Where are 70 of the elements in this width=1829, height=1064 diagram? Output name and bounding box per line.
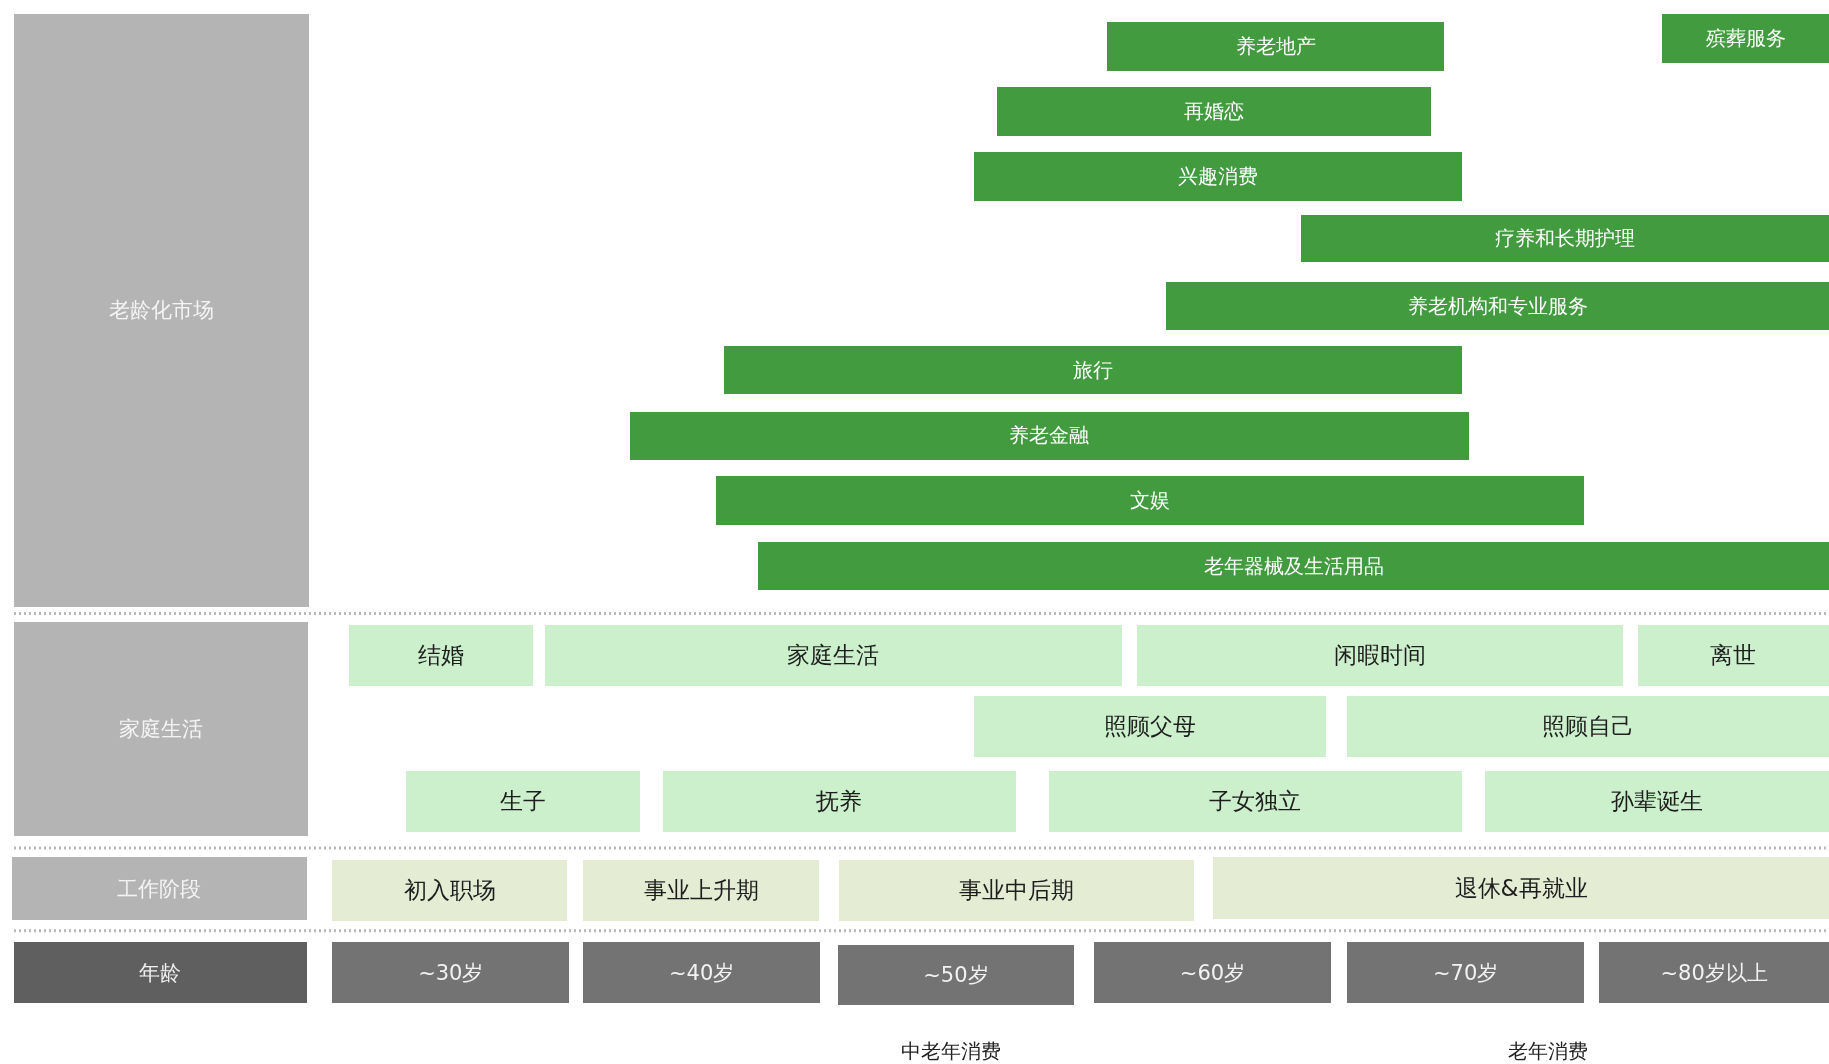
life-stage-bar — [1137, 625, 1623, 686]
bar-label: 老年器械及生活用品 — [1203, 552, 1384, 580]
section-note: 中老年消费 — [900, 1037, 1001, 1064]
bar-label: 养老机构和专业服务 — [1407, 292, 1588, 320]
market-bar — [1166, 282, 1829, 331]
row-header — [14, 942, 307, 1004]
bar-label: 事业中后期 — [959, 876, 1075, 906]
bar-label: 结婚 — [417, 641, 464, 671]
bar-label: 再婚恋 — [1184, 98, 1245, 126]
section-note: 老年消费 — [1507, 1037, 1588, 1064]
age-bar — [583, 942, 820, 1004]
row-header — [11, 857, 307, 921]
market-bar — [758, 542, 1829, 591]
row-header — [14, 621, 308, 837]
work-stage-bar — [583, 859, 819, 922]
life-stage-bar — [348, 625, 534, 686]
bar-label: ~80岁以上 — [1660, 959, 1768, 987]
bar-label: 养老地产 — [1235, 33, 1316, 61]
market-bar — [997, 87, 1432, 137]
bar-label: ~60岁 — [1179, 959, 1246, 987]
market-bar — [1106, 22, 1445, 72]
life-stage-bar — [1347, 696, 1829, 757]
market-bar — [724, 346, 1462, 395]
bar-label: 老龄化市场 — [109, 297, 215, 325]
bar-label: 退休&再就业 — [1454, 873, 1588, 903]
age-bar — [837, 944, 1075, 1006]
bar-label: 养老金融 — [1009, 422, 1090, 450]
market-bar — [629, 411, 1469, 460]
age-bar — [1599, 942, 1829, 1004]
work-stage-bar — [838, 859, 1195, 922]
bar-label: 兴趣消费 — [1177, 162, 1258, 190]
bar-label: 离世 — [1710, 641, 1757, 671]
bar-label: ~30岁 — [418, 959, 484, 987]
bar-label: 初入职场 — [403, 876, 496, 906]
market-bar — [1662, 14, 1829, 63]
bar-label: 家庭生活 — [118, 716, 203, 744]
bar-label: ~40岁 — [668, 959, 735, 987]
bar-label: 照顾父母 — [1104, 712, 1197, 742]
bar-label: 殡葬服务 — [1705, 24, 1786, 52]
bar-label: 年龄 — [139, 959, 182, 987]
work-stage-bar — [1213, 857, 1829, 920]
bar-label: 疗养和长期护理 — [1494, 225, 1635, 253]
age-bar — [1094, 942, 1331, 1004]
bar-label: 孙辈诞生 — [1610, 786, 1703, 816]
market-bar — [716, 475, 1584, 525]
bar-label: 照顾自己 — [1542, 712, 1635, 742]
market-bar — [1300, 214, 1829, 263]
bar-label: ~70岁 — [1432, 959, 1499, 987]
age-bar — [1347, 942, 1585, 1004]
life-stage-bar — [405, 771, 641, 832]
life-stage-bar — [544, 625, 1123, 686]
bar-label: 事业上升期 — [643, 876, 759, 906]
life-stage-bar — [1637, 625, 1829, 686]
row-header — [14, 14, 310, 607]
bar-label: 闲暇时间 — [1333, 641, 1426, 671]
bar-label: 工作阶段 — [117, 875, 202, 903]
life-stage-bar — [662, 771, 1016, 832]
bar-label: 子女独立 — [1209, 786, 1302, 816]
bar-label: 旅行 — [1072, 356, 1113, 384]
life-stage-bar — [974, 696, 1327, 757]
bar-label: 生子 — [500, 786, 547, 816]
bar-label: 家庭生活 — [787, 641, 880, 671]
market-bar — [974, 151, 1462, 201]
life-stage-bar — [1048, 771, 1462, 832]
bar-label: 文娱 — [1130, 486, 1171, 514]
work-stage-bar — [332, 859, 567, 922]
bar-label: 抚养 — [816, 786, 863, 816]
bar-label: ~50岁 — [923, 962, 989, 990]
life-stage-bar — [1484, 771, 1829, 832]
age-bar — [332, 942, 570, 1004]
